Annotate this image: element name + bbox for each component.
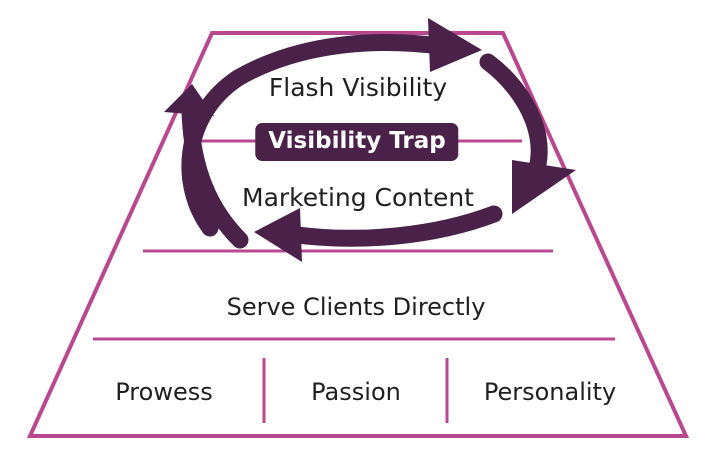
cycle-arrowhead-top <box>428 18 482 72</box>
visibility-trap-badge: Visibility Trap <box>255 123 459 161</box>
cycle-arrows-icon <box>164 18 576 262</box>
cycle-arrow-left <box>181 103 249 249</box>
level-flash-visibility: Flash Visibility <box>268 73 448 102</box>
foundation-passion: Passion <box>311 378 401 406</box>
cycle-arrow-top <box>181 34 449 237</box>
cycle-arrowhead-bottom <box>254 208 302 262</box>
cycle-arrowhead-right <box>512 160 576 214</box>
cycle-arrow-bottom <box>281 205 503 247</box>
level-serve-clients-directly: Serve Clients Directly <box>226 293 486 321</box>
cycle-arrowhead-left <box>164 84 214 116</box>
level-marketing-content: Marketing Content <box>242 183 474 212</box>
foundation-personality: Personality <box>483 378 617 406</box>
pyramid-outline <box>26 31 690 438</box>
foundation-prowess: Prowess <box>115 378 213 406</box>
